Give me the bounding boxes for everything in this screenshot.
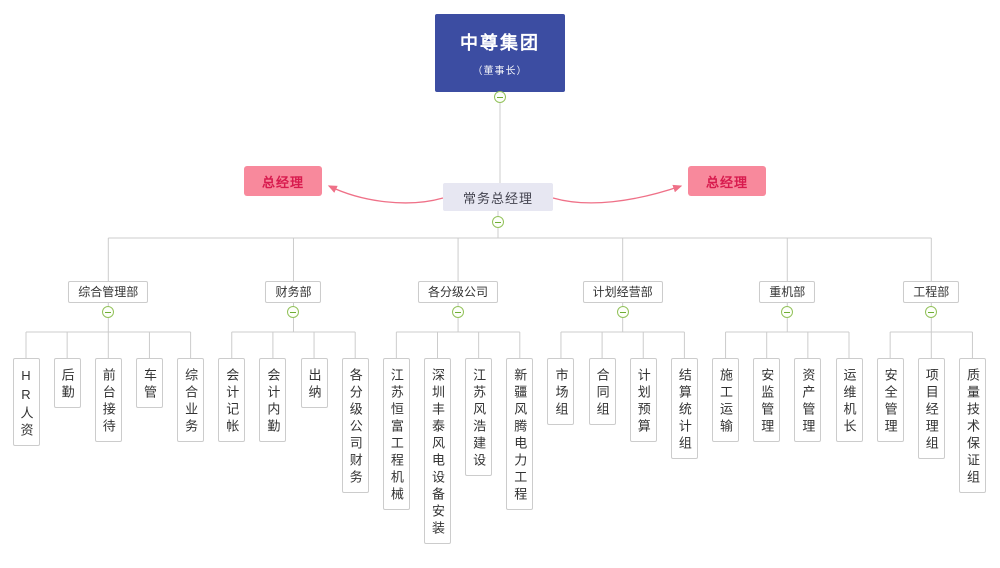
general-manager-node-left[interactable]: 总经理 — [244, 166, 322, 196]
collapse-toggle-icon[interactable] — [102, 306, 115, 318]
leaf-node[interactable]: HR人资 — [12, 358, 40, 446]
leaf-node[interactable]: 新疆风腾电力工程 — [506, 358, 534, 510]
leaf-node[interactable]: 市场组 — [547, 358, 575, 425]
leaf-node[interactable]: 结算统计组 — [670, 358, 698, 459]
collapse-toggle-icon[interactable] — [492, 216, 504, 228]
department-node[interactable]: 计划经营部 — [582, 281, 663, 303]
minus-icon — [497, 96, 503, 98]
minus-icon — [784, 311, 791, 313]
collapse-toggle-icon[interactable] — [452, 306, 465, 318]
root-subtitle: （董事长） — [472, 66, 528, 77]
leaf-node[interactable]: 会计记帐 — [218, 358, 246, 442]
leaf-node[interactable]: 质量技术保证组 — [958, 358, 986, 493]
collapse-toggle-icon[interactable] — [925, 306, 938, 318]
leaf-node[interactable]: 综合业务 — [177, 358, 205, 442]
collapse-toggle-icon[interactable] — [781, 306, 794, 318]
leaf-node[interactable]: 资产管理 — [794, 358, 822, 442]
minus-icon — [495, 221, 501, 223]
department-node[interactable]: 综合管理部 — [68, 281, 149, 303]
general-manager-node-right[interactable]: 总经理 — [688, 166, 766, 196]
minus-icon — [619, 311, 626, 313]
leaf-node[interactable]: 江苏风浩建设 — [465, 358, 493, 476]
leaf-node[interactable]: 深圳丰泰风电设备安装 — [424, 358, 451, 544]
leaf-node[interactable]: 运维机长 — [835, 358, 863, 442]
leaf-node[interactable]: 计划预算 — [629, 358, 657, 442]
leaf-node[interactable]: 安监管理 — [753, 358, 781, 442]
leaf-node[interactable]: 前台接待 — [94, 358, 122, 442]
minus-icon — [105, 311, 112, 313]
deputy-general-manager-node[interactable]: 常务总经理 — [443, 183, 553, 211]
leaf-node[interactable]: 车管 — [135, 358, 163, 408]
leaf-node[interactable]: 各分级公司财务 — [341, 358, 369, 493]
department-node[interactable]: 各分级公司 — [418, 281, 499, 303]
minus-icon — [928, 311, 935, 313]
minus-icon — [455, 311, 462, 313]
collapse-toggle-icon[interactable] — [287, 306, 300, 318]
leaf-node[interactable]: 会计内勤 — [259, 358, 287, 442]
minus-icon — [290, 311, 297, 313]
leaf-node[interactable]: 项目经理组 — [917, 358, 945, 459]
department-node[interactable]: 工程部 — [903, 281, 960, 303]
root-title: 中尊集团 — [460, 33, 540, 53]
collapse-toggle-icon[interactable] — [616, 306, 629, 318]
leaf-node[interactable]: 施工运输 — [712, 358, 740, 442]
leaf-node[interactable]: 安全管理 — [876, 358, 904, 442]
leaf-node[interactable]: 合同组 — [588, 358, 616, 425]
collapse-toggle-icon[interactable] — [494, 91, 506, 103]
department-node[interactable]: 重机部 — [759, 281, 816, 303]
department-node[interactable]: 财务部 — [265, 281, 322, 303]
leaf-node[interactable]: 后勤 — [53, 358, 81, 408]
root-node-chairman[interactable]: 中尊集团 （董事长） — [435, 14, 565, 92]
leaf-node[interactable]: 江苏恒富工程机械 — [382, 358, 410, 510]
leaf-node[interactable]: 出纳 — [300, 358, 328, 408]
